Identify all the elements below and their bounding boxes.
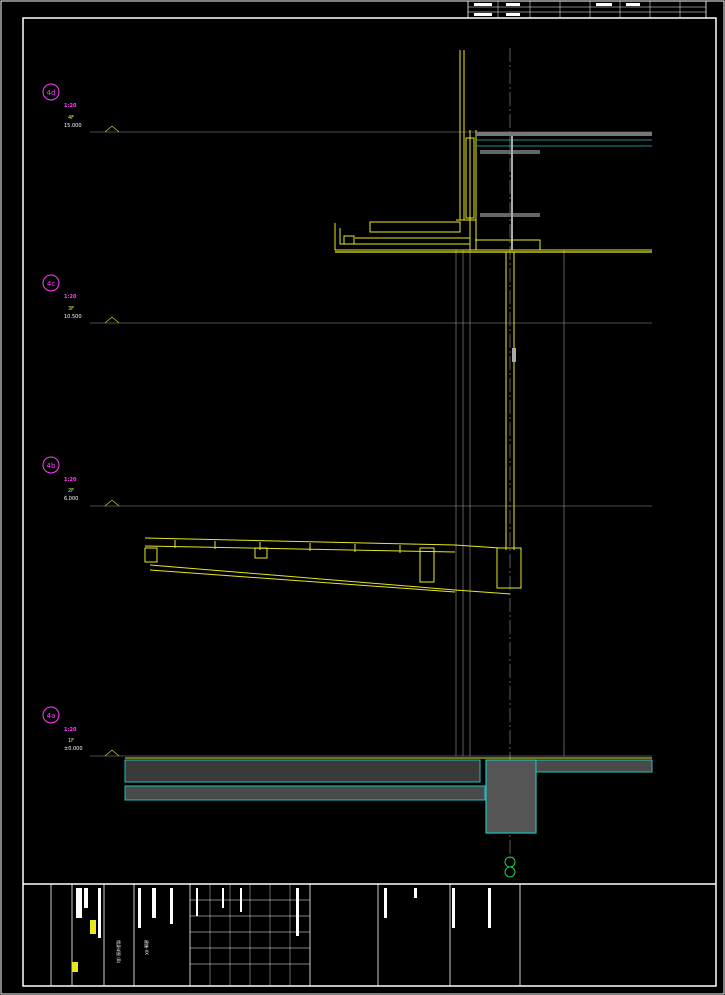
scale-label: 1:20 xyxy=(64,103,77,109)
floor-label: 4F xyxy=(68,115,74,121)
axis-bubble-4b xyxy=(42,456,60,474)
drawing-number: 建施-XX xyxy=(144,940,150,955)
axis-label: 4d xyxy=(47,89,56,97)
upper-wall xyxy=(456,50,477,250)
axis-label: 4b xyxy=(47,462,56,470)
axis-bubble-4c xyxy=(42,274,60,292)
inner-frame xyxy=(22,17,717,987)
window-ledge xyxy=(334,221,652,251)
floor-label: 3F xyxy=(68,306,74,312)
level-annotation-4a: 4a 1:20 1F ±0.000 xyxy=(42,706,83,752)
floor-label: 2F xyxy=(68,488,74,494)
upper-slab xyxy=(476,132,652,250)
scale-label: 1:20 xyxy=(64,727,77,733)
level-lines xyxy=(90,131,652,757)
scale-label: 1:20 xyxy=(64,477,77,483)
level-annotation-4d: 4d 1:20 4F 15.000 xyxy=(42,83,82,129)
revision-strip xyxy=(467,0,707,19)
axis-label: 4a xyxy=(47,712,56,720)
elevation-label: ±0.000 xyxy=(64,746,83,752)
scale-label: 1:20 xyxy=(64,294,77,300)
ground-slab xyxy=(124,757,653,834)
vertical-grid-lines xyxy=(455,48,565,860)
axis-bubble-4d xyxy=(42,83,60,101)
axis-marker-bottom xyxy=(504,856,516,878)
canopy xyxy=(144,537,522,595)
elevation-label: 6.000 xyxy=(64,496,78,502)
axis-bubble-4a xyxy=(42,706,60,724)
level-markers xyxy=(104,125,120,757)
level-annotation-4c: 4c 1:20 3F 10.500 xyxy=(42,274,82,320)
curtain-wall-mullion xyxy=(505,252,516,550)
elevation-label: 10.500 xyxy=(64,314,82,320)
floor-label: 1F xyxy=(68,738,74,744)
drawing-name: 墙身详图 (B) xyxy=(116,940,122,964)
level-annotation-4b: 4b 1:20 2F 6.000 xyxy=(42,456,78,502)
axis-label: 4c xyxy=(47,280,55,288)
title-block: 墙身详图 (B) 建施-XX xyxy=(23,883,716,986)
elevation-label: 15.000 xyxy=(64,123,82,129)
